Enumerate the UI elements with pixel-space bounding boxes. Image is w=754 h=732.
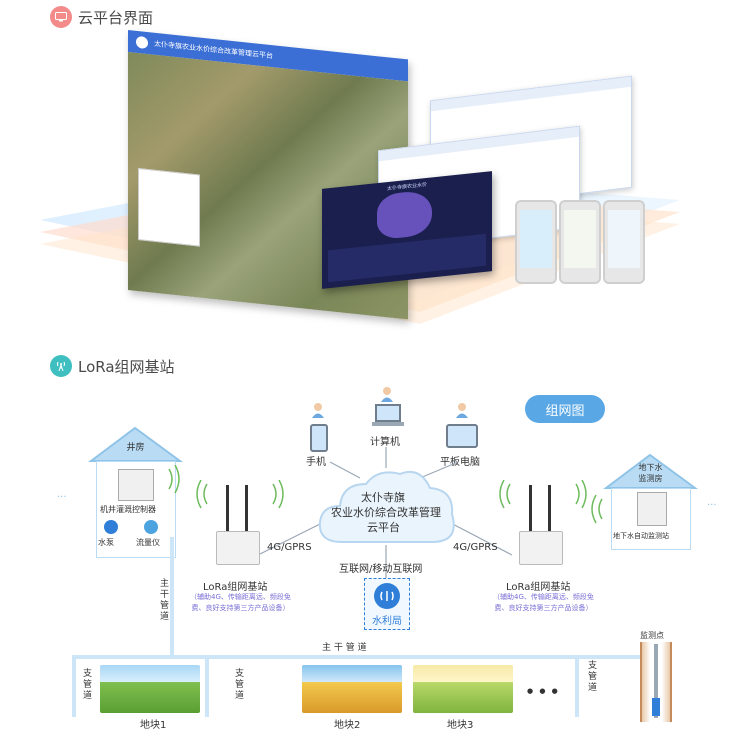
cloud-line1: 太仆寺旗: [361, 491, 405, 504]
main-pipe-horizontal-label: 主 干 管 道: [322, 643, 367, 653]
cloud-line2: 农业水价综合改革管理: [331, 506, 441, 519]
section-cloud-title-text: 云平台界面: [78, 8, 154, 27]
pump-icon: [104, 520, 118, 534]
topology-badge: 组网图: [525, 395, 605, 423]
monitor-point-label: 监测点: [640, 631, 664, 640]
water-bureau-label: 水利局: [372, 616, 402, 627]
branch-right-label: 支管道: [586, 660, 596, 693]
branch-pipe-right: [575, 655, 579, 717]
field-2-image: [302, 665, 402, 713]
well-house: 井房 机井灌溉控制器 水泵 流量仪: [88, 425, 183, 560]
main-pipe-vertical: [170, 537, 174, 657]
water-bureau-box: 水利局: [364, 578, 410, 630]
branch-pipe-left: [72, 655, 76, 717]
section-cloud-title: 云平台界面: [50, 6, 153, 28]
irrigation-controller-box: [118, 469, 154, 501]
lora-left-title: LoRa组网基站: [203, 582, 268, 593]
flowmeter-icon: [144, 520, 158, 534]
monitor-well-shaft: [640, 642, 672, 722]
lora-right-title: LoRa组网基站: [506, 582, 571, 593]
well-house-roof-label: 井房: [126, 443, 145, 453]
lora-right-note2: 费、良好支持第三方产品设备）: [494, 604, 593, 612]
field-3-image: [413, 665, 513, 713]
phone-screen-2: [559, 200, 601, 284]
cloud-line3: 云平台: [367, 521, 400, 534]
phone-label: 手机: [306, 457, 326, 468]
field-2-label: 地块2: [334, 720, 361, 731]
wifi-waves-right: [498, 479, 588, 514]
signal-tower-icon: [50, 355, 72, 377]
main-pipe-horizontal: [72, 655, 657, 659]
groundwater-waves: [590, 494, 606, 529]
tablet-label: 平板电脑: [440, 457, 480, 468]
water-bureau-logo-icon: [374, 583, 400, 609]
internet-label: 互联网/移动互联网: [339, 564, 423, 575]
field-1-image: [100, 665, 200, 713]
lora-left-note2: 费、良好支持第三方产品设备）: [191, 604, 290, 612]
lora-right-note1: （辅助4G、传输距离远、频段免: [493, 593, 594, 601]
controller-label: 机井灌溉控制器: [100, 505, 156, 514]
branch-left-label: 支管道: [81, 668, 91, 701]
user-icon-right: [455, 402, 469, 422]
more-fields-ellipsis: ● ● ●: [527, 687, 560, 695]
phone-screen-1: [515, 200, 557, 284]
groundwater-roof-line1: 地下水: [638, 463, 663, 472]
laptop-icon: [372, 404, 404, 432]
monitor-icon: [50, 6, 72, 28]
cloud-shape: [318, 470, 455, 543]
left-ellipsis: ···: [57, 492, 67, 503]
right-ellipsis: ···: [707, 500, 717, 511]
groundwater-roof-line2: 监测房: [638, 474, 663, 483]
monitor-station-box: [637, 492, 667, 526]
well-house-waves: [165, 464, 185, 499]
user-icon-left: [311, 402, 325, 422]
monitor-station-label: 地下水自动监测站: [613, 532, 669, 540]
link-left-label: 4G/GPRS: [267, 542, 312, 553]
section-lora-title-text: LoRa组网基站: [78, 357, 175, 376]
lora-left-note1: （辅助4G、传输距离远、频段免: [190, 593, 291, 601]
groundwater-house: 地下水 监测房 地下水自动监测站: [603, 452, 698, 552]
main-pipe-vertical-label: 主干管道: [158, 578, 168, 622]
field-3-label: 地块3: [447, 720, 474, 731]
pump-label: 水泵: [98, 538, 114, 547]
phone-screen-3: [603, 200, 645, 284]
lora-base-left: [212, 485, 262, 575]
computer-label: 计算机: [370, 437, 400, 448]
link-right-label: 4G/GPRS: [453, 542, 498, 553]
section-lora-title: LoRa组网基站: [50, 355, 175, 377]
wifi-waves-left: [195, 479, 285, 514]
flowmeter-label: 流量仪: [136, 538, 160, 547]
topology-badge-text: 组网图: [545, 403, 585, 419]
user-icon-center: [380, 386, 394, 406]
field-1-label: 地块1: [140, 720, 167, 731]
phone-icon: [310, 424, 328, 452]
tablet-icon: [446, 424, 478, 448]
branch-mid-label: 支管道: [233, 668, 243, 701]
branch-pipe-mid: [205, 655, 209, 717]
lora-base-right: [515, 485, 565, 575]
